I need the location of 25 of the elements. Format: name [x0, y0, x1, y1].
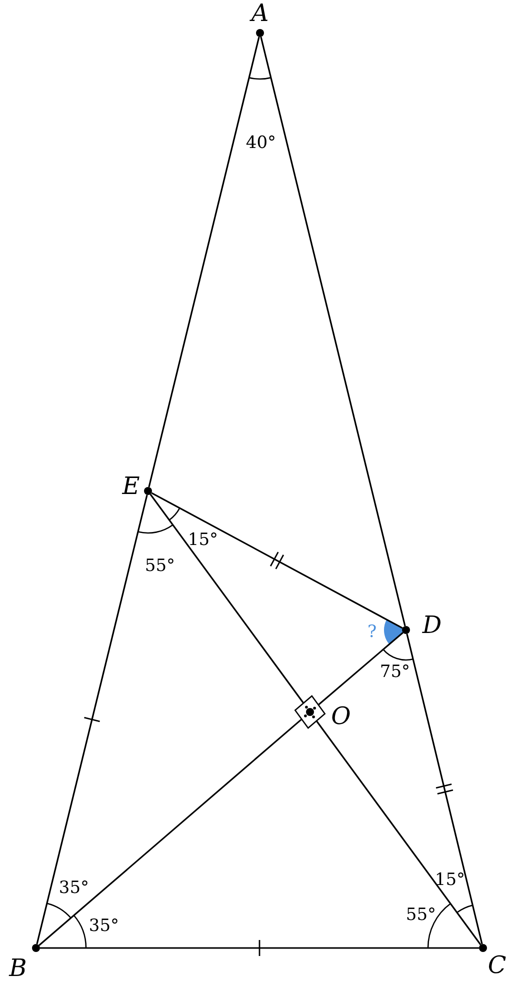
point-label: O [330, 703, 352, 729]
angle-label: 35° [88, 916, 120, 936]
line-segment [40, 947, 479, 949]
point-label: A [248, 0, 270, 26]
angle-label: 35° [58, 878, 90, 898]
point-label: D [421, 612, 443, 638]
angle-label: 15° [434, 870, 466, 890]
line-segment [318, 632, 404, 706]
line-segment [36, 494, 148, 944]
angle-label: 40° [246, 133, 276, 153]
point-label: C [486, 952, 508, 978]
line-segment [148, 36, 260, 488]
line-segment [38, 718, 302, 946]
angle-label: 55° [144, 556, 176, 576]
point-label: E [121, 473, 141, 499]
angle-label: ? [367, 622, 377, 642]
angle-label: 55° [406, 905, 436, 925]
line-segment [406, 634, 483, 944]
point-label: B [8, 955, 28, 981]
line-segment [151, 492, 403, 629]
angle-label: 15° [188, 530, 218, 550]
angle-label: 75° [380, 662, 410, 682]
line-segment [150, 494, 304, 704]
line-segment [260, 36, 406, 626]
line-segment [316, 720, 482, 946]
